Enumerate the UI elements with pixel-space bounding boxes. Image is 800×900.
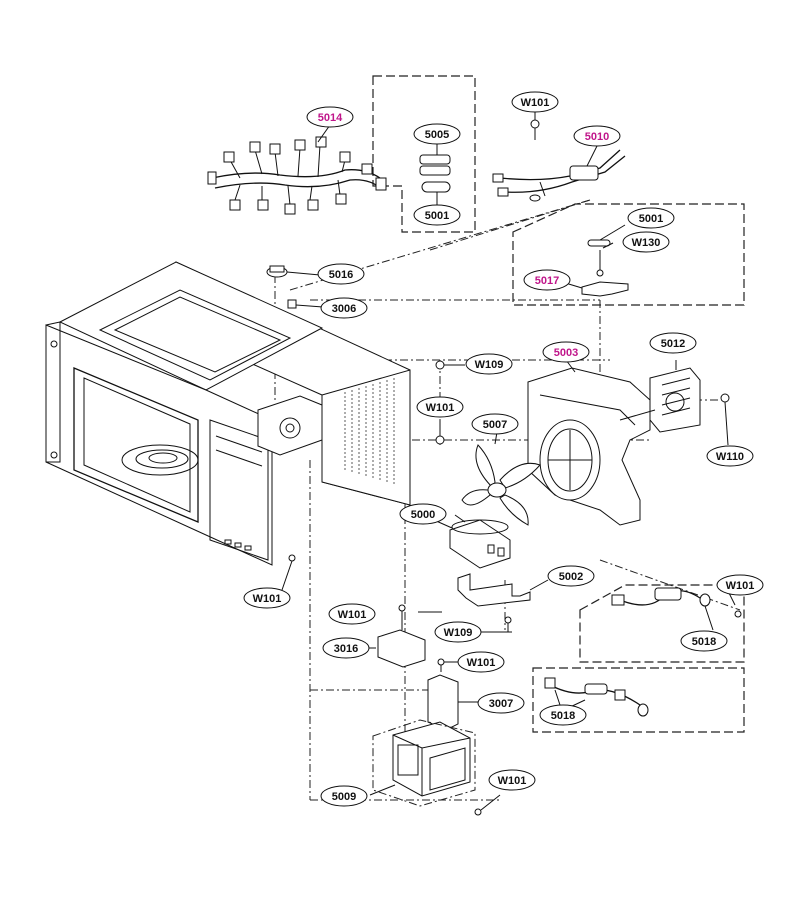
svg-text:W110: W110: [716, 451, 744, 463]
callout-5000: 5000: [399, 503, 447, 525]
svg-text:5002: 5002: [559, 571, 583, 583]
callout-W109-a: W109: [465, 353, 513, 375]
callout-W101-f: W101: [457, 651, 505, 673]
callout-W101-d: W101: [716, 574, 764, 596]
callout-5010: 5010: [573, 125, 621, 147]
callout-5012: 5012: [649, 332, 697, 354]
svg-text:3006: 3006: [332, 303, 356, 315]
svg-text:5012: 5012: [661, 338, 685, 350]
svg-text:W101: W101: [426, 402, 455, 414]
part-3006: [287, 299, 324, 309]
vent-grille: [344, 378, 395, 484]
part-5010-power-cord: [492, 119, 626, 202]
part-5014-wire-harness: [207, 124, 387, 215]
part-3016-bracket: [368, 604, 426, 668]
callout-5001-b: 5001: [627, 207, 675, 229]
svg-text:5014: 5014: [318, 112, 343, 124]
svg-text:5018: 5018: [551, 710, 575, 722]
callout-W101-c: W101: [243, 587, 291, 609]
callout-W109-b: W109: [434, 621, 482, 643]
part-W101-screw-5: [437, 658, 445, 672]
callout-W110: W110: [706, 445, 754, 467]
svg-text:5007: 5007: [483, 419, 507, 431]
svg-text:W101: W101: [498, 775, 527, 787]
callout-3007: 3007: [477, 692, 525, 714]
part-5017-switch-bracket: [581, 224, 629, 297]
svg-text:5000: 5000: [411, 509, 435, 521]
part-5018-noise-filter-1: [611, 587, 742, 631]
svg-text:5010: 5010: [585, 131, 609, 143]
turntable-motor: [257, 395, 323, 456]
part-W101-screw-6: [474, 794, 501, 816]
part-5003-fan-bracket: [527, 359, 651, 526]
leader-lines: [360, 205, 736, 796]
part-5000-capacitor: [449, 514, 511, 569]
svg-text:5017: 5017: [535, 275, 559, 287]
callout-W130: W130: [622, 231, 670, 253]
svg-text:W101: W101: [338, 609, 367, 621]
oven-cavity: [45, 261, 411, 566]
svg-text:5016: 5016: [329, 269, 353, 281]
part-5007-fan-blade: [461, 431, 541, 526]
part-5016-thermostat: [266, 265, 321, 278]
callout-5018-a: 5018: [680, 630, 728, 652]
part-W109-screw-1: [435, 360, 465, 370]
callout-5018-b: 5018: [539, 704, 587, 726]
callout-5001-a: 5001: [413, 204, 461, 226]
svg-text:W130: W130: [632, 237, 661, 249]
callout-W101-e: W101: [328, 603, 376, 625]
svg-text:W101: W101: [726, 580, 755, 592]
part-5009-transformer: [372, 719, 476, 807]
svg-text:5001: 5001: [639, 213, 663, 225]
callout-3006: 3006: [320, 297, 368, 319]
svg-text:W101: W101: [521, 97, 550, 109]
part-W101-screw-2: [435, 420, 445, 445]
part-W101-screw-3: [281, 554, 296, 591]
part-5001-fuse: [421, 181, 451, 205]
part-5002-bracket: [457, 573, 549, 607]
callout-5003: 5003: [542, 341, 590, 363]
noise-filter-group-box-2: [532, 667, 745, 733]
svg-text:5018: 5018: [692, 636, 716, 648]
part-W109-screw-2: [504, 616, 512, 632]
svg-text:W101: W101: [253, 593, 282, 605]
svg-text:5009: 5009: [332, 791, 356, 803]
svg-text:5003: 5003: [554, 347, 578, 359]
part-5005-fuse: [419, 140, 451, 176]
callout-3016: 3016: [322, 637, 370, 659]
part-5012-fan-motor: [619, 360, 701, 433]
callout-W101-g: W101: [488, 769, 536, 791]
svg-text:5005: 5005: [425, 129, 449, 141]
callout-5017: 5017: [523, 269, 571, 291]
callout-W101-a: W101: [511, 91, 559, 113]
callout-5007: 5007: [471, 413, 519, 435]
noise-filter-group-box-1: [579, 584, 745, 663]
callout-5002: 5002: [547, 565, 595, 587]
callout-5005: 5005: [413, 123, 461, 145]
part-3007-bracket: [427, 674, 470, 731]
callout-W101-b: W101: [416, 396, 464, 418]
svg-text:W109: W109: [444, 627, 473, 639]
svg-text:3007: 3007: [489, 698, 513, 710]
part-5018-noise-filter-2: [544, 677, 649, 717]
part-W110-screw: [720, 393, 730, 446]
callout-5009: 5009: [320, 785, 368, 807]
svg-text:5001: 5001: [425, 210, 449, 222]
interlock-switch-group-box: [512, 203, 745, 306]
wire-harness-group-box: [372, 75, 476, 233]
svg-text:W101: W101: [467, 657, 496, 669]
callout-5014: 5014: [306, 106, 354, 128]
callout-5016: 5016: [317, 263, 365, 285]
svg-text:3016: 3016: [334, 643, 358, 655]
svg-text:W109: W109: [475, 359, 504, 371]
